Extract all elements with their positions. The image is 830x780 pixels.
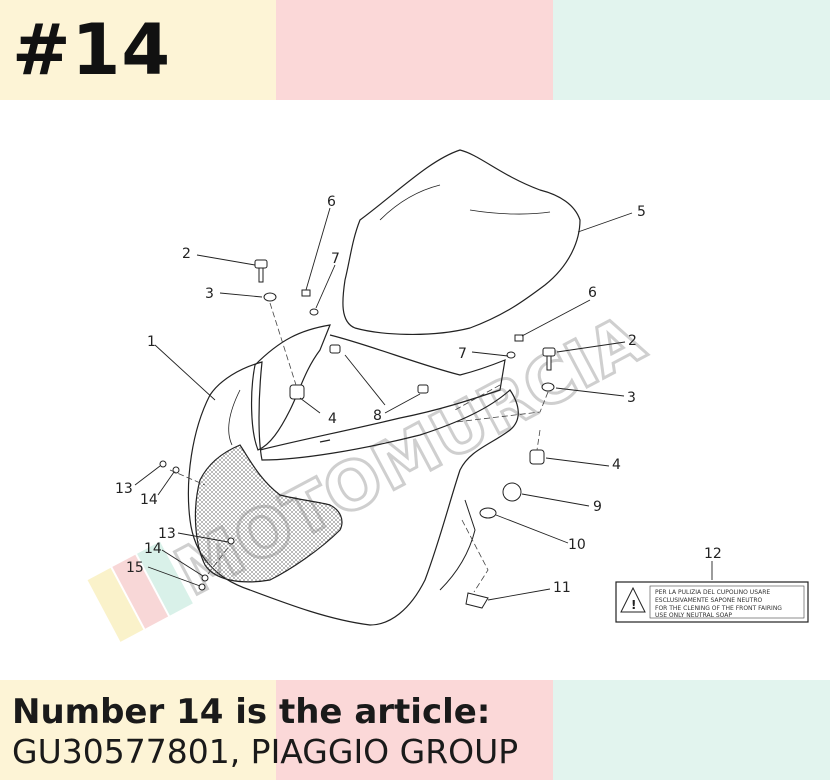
footer-color-band — [0, 680, 830, 780]
caption-article-code: GU30577801, PIAGGIO GROUP — [12, 732, 519, 771]
warning-label-text-box — [649, 585, 805, 619]
callout-7-right: 7 — [458, 346, 467, 362]
part-number-title: #14 — [12, 9, 172, 91]
callout-15: 15 — [126, 560, 144, 576]
assembly-guides — [169, 302, 549, 593]
air-intake-mesh — [194, 444, 343, 583]
header-band-pink — [276, 0, 553, 100]
callout-labels: 1 2 3 6 7 4 8 5 6 7 2 3 4 9 10 11 12 13 … — [115, 194, 722, 596]
warning-triangle-icon — [620, 586, 646, 613]
footer-band-yellow — [0, 680, 276, 780]
callout-9: 9 — [593, 499, 602, 515]
washer-7-right — [506, 351, 516, 359]
header-band-mint — [553, 0, 830, 100]
callout-10: 10 — [568, 537, 586, 553]
nut-15 — [198, 583, 206, 591]
washer-3-right — [541, 382, 555, 392]
callout-13-upper: 13 — [115, 481, 133, 497]
screw-6-left — [301, 289, 311, 297]
exploded-parts-diagram: MOTOMURCIA — [87, 149, 809, 642]
warning-line-1: PER LA PULIZIA DEL CUPOLINO USARE — [655, 589, 770, 596]
clip-11 — [465, 592, 489, 609]
callout-13-lower: 13 — [158, 526, 176, 542]
callout-8: 8 — [373, 408, 382, 424]
caption-heading: Number 14 is the article: — [12, 692, 491, 732]
callout-5: 5 — [637, 204, 646, 220]
screw-13-lower — [227, 537, 235, 545]
footer-band-pink — [276, 680, 553, 780]
grommet-4-right — [529, 449, 545, 465]
callout-1: 1 — [147, 334, 156, 350]
washer-3-left — [263, 292, 277, 302]
watermark-stripe-yellow — [87, 567, 144, 642]
screw-2-right — [542, 347, 556, 357]
warning-line-3: FOR THE CLENING OF THE FRONT FAIRING — [655, 605, 782, 612]
fasteners — [159, 259, 556, 609]
callout-2-right: 2 — [628, 333, 637, 349]
header-band-yellow — [0, 0, 276, 100]
warning-label-frame — [615, 581, 809, 623]
callout-6-left: 6 — [327, 194, 336, 210]
washer-7-left — [309, 308, 319, 316]
screw-6-right — [514, 334, 524, 342]
warning-line-2: ESCLUSIVAMENTE SAPONE NEUTRO — [655, 597, 763, 604]
callout-14-lower: 14 — [144, 541, 162, 557]
screw-2-left-shank — [258, 267, 264, 283]
screw-2-left — [254, 259, 268, 269]
leader-lines — [134, 207, 713, 601]
callout-14-upper: 14 — [140, 492, 158, 508]
warning-line-4: USE ONLY NEUTRAL SOAP — [655, 612, 732, 619]
upper-fairing-part — [250, 324, 506, 451]
callout-11: 11 — [553, 580, 571, 596]
callout-4-right: 4 — [612, 457, 621, 473]
callout-4-left: 4 — [328, 411, 337, 427]
fastener-8-b — [417, 384, 429, 394]
fastener-8-a — [329, 344, 341, 354]
washer-14-lower — [201, 574, 209, 582]
screw-2-right-shank — [546, 355, 552, 371]
callout-7-left: 7 — [331, 251, 340, 267]
callout-3-right: 3 — [627, 390, 636, 406]
warning-exclamation-icon: ! — [631, 598, 636, 612]
warning-label-12: ! PER LA PULIZIA DEL CUPOLINO USARE ESCL… — [615, 581, 809, 623]
footer-band-mint — [553, 680, 830, 780]
callout-12: 12 — [704, 546, 722, 562]
callout-2-left: 2 — [182, 246, 191, 262]
windscreen-part — [342, 149, 581, 336]
header-color-band — [0, 0, 830, 100]
callout-3-left: 3 — [205, 286, 214, 302]
watermark-stripe-mint — [137, 541, 193, 616]
washer-10 — [479, 507, 497, 519]
callout-6-right: 6 — [588, 285, 597, 301]
watermark-stripe-pink — [112, 554, 169, 629]
quick-release-9 — [502, 482, 522, 502]
screw-13-upper — [159, 460, 167, 468]
grommet-4-left — [289, 384, 305, 400]
